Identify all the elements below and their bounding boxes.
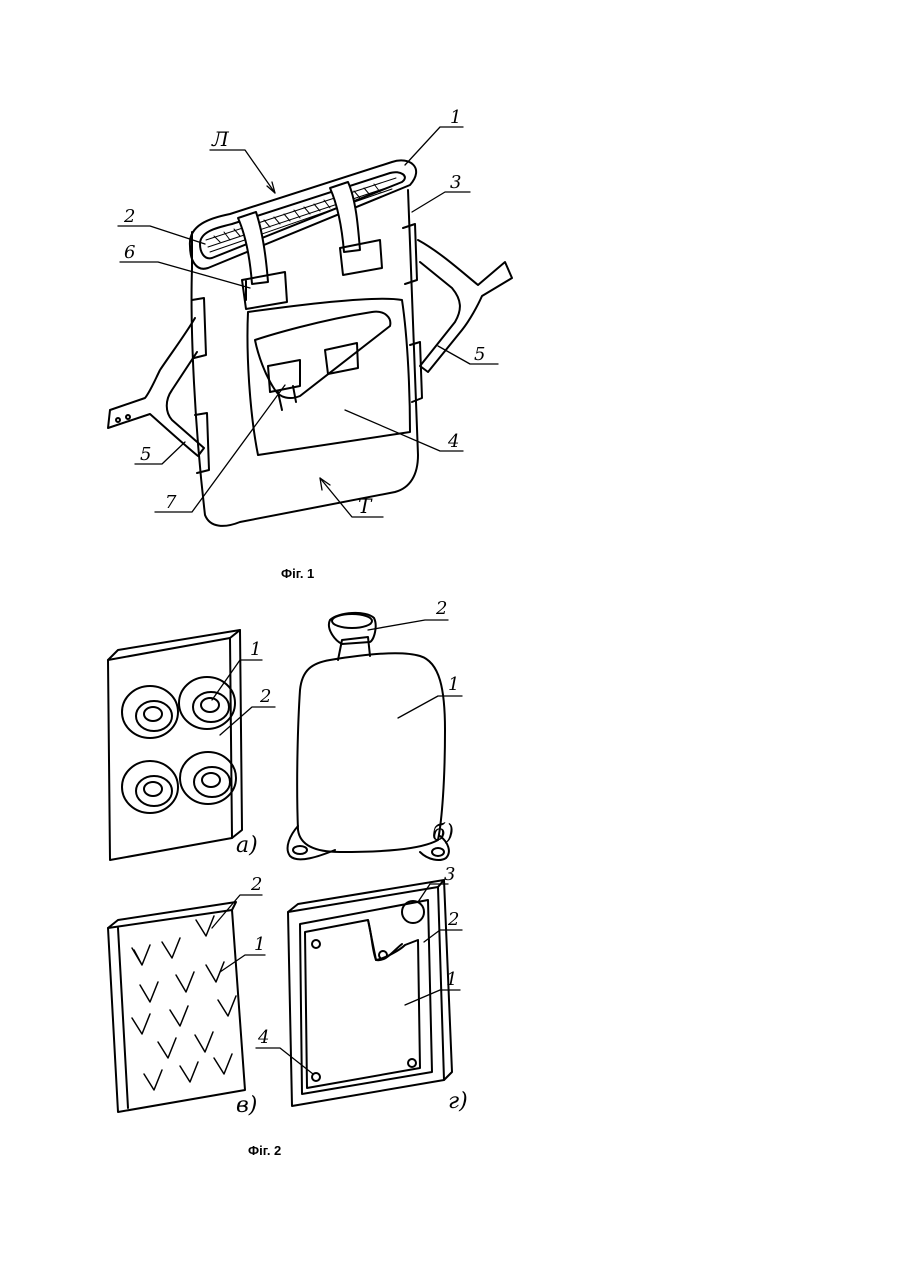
panel-d-label-1: 1	[446, 969, 457, 990]
top-roll-hatch	[206, 178, 398, 252]
figure-1-caption: Фіг. 1	[281, 566, 314, 581]
panel-c-edge	[118, 928, 128, 1108]
belt-right	[418, 240, 512, 372]
figure-2d-sheet-panel: 3 2 1 4 г)	[256, 864, 468, 1114]
sheet-curl	[368, 920, 402, 960]
panel-c-letter: в)	[236, 1093, 257, 1118]
label-5-left: 5	[140, 444, 151, 465]
pocket-flap	[255, 312, 390, 398]
panel-d-label-2: 2	[447, 909, 459, 930]
sheet-hole-bottom-right	[408, 1059, 416, 1067]
bottle-stopper-top	[332, 614, 372, 628]
label-4: 4	[447, 431, 459, 452]
leader-A	[210, 150, 275, 193]
bottle-base-hole-left	[293, 846, 307, 854]
pocket-buckle-right	[325, 343, 358, 374]
panel-c-chevrons	[132, 916, 236, 1090]
panel-c-label-2: 2	[250, 874, 262, 895]
panel-a-letter: а)	[236, 833, 258, 858]
figure-2-caption: Фіг. 2	[248, 1143, 281, 1158]
disc-bottom-right	[180, 752, 236, 804]
belt-left-upper-tab	[192, 298, 206, 358]
bottle-base	[288, 826, 449, 860]
label-3: 3	[450, 172, 461, 193]
leader-6	[120, 262, 250, 288]
disc-bottom-left	[122, 761, 178, 813]
leader-b-2	[368, 620, 448, 630]
panel-b-label-1: 1	[448, 674, 459, 695]
panel-c-label-1: 1	[254, 934, 265, 955]
leader-c-1	[220, 955, 265, 972]
belt-left-hole-1	[116, 418, 120, 422]
belt-left	[108, 318, 204, 456]
figure-2c-arrow-panel: 2 1 в)	[108, 874, 265, 1118]
label-2: 2	[123, 206, 135, 227]
belt-left-hole-2	[126, 415, 130, 419]
panel-a-label-1: 1	[250, 639, 261, 660]
leader-d-4	[256, 1048, 313, 1074]
panel-b-label-2: 2	[435, 598, 447, 619]
leader-d-1	[405, 990, 460, 1005]
panel-d-label-4: 4	[257, 1027, 269, 1048]
panel-c-side	[108, 902, 236, 928]
leader-4	[345, 410, 463, 451]
leader-b-1	[398, 696, 462, 718]
figure-2a-disc-panel: 1 2 а)	[108, 630, 275, 860]
label-A: Л	[211, 127, 230, 151]
pack-body	[192, 190, 418, 526]
disc-top-right	[179, 677, 235, 729]
panel-d-letter: г)	[448, 1089, 468, 1114]
bottle-body	[297, 653, 445, 852]
panel-d-round-fitting	[402, 901, 424, 923]
label-5-right: 5	[474, 344, 485, 365]
panel-b-letter: б)	[432, 821, 454, 846]
disc-top-left	[122, 686, 178, 738]
sheet-hole-top-left	[312, 940, 320, 948]
figure-1-pack: 1 3 Л 2 6 5 4 5 7 Т	[108, 107, 512, 526]
panel-a-front	[108, 638, 232, 860]
label-6: 6	[124, 242, 135, 263]
strap-left	[238, 212, 268, 284]
leader-3	[412, 192, 470, 212]
sheet	[305, 920, 420, 1088]
label-7: 7	[165, 492, 177, 513]
figure-2b-bottle: 2 1 б)	[288, 598, 462, 860]
panel-d-label-3: 3	[444, 864, 455, 885]
leader-1	[405, 127, 463, 165]
pocket-frame	[247, 299, 410, 455]
label-1: 1	[450, 107, 461, 128]
panel-a-label-2: 2	[259, 686, 271, 707]
bottle-base-hole-right	[432, 848, 444, 856]
label-T: Т	[358, 494, 373, 518]
